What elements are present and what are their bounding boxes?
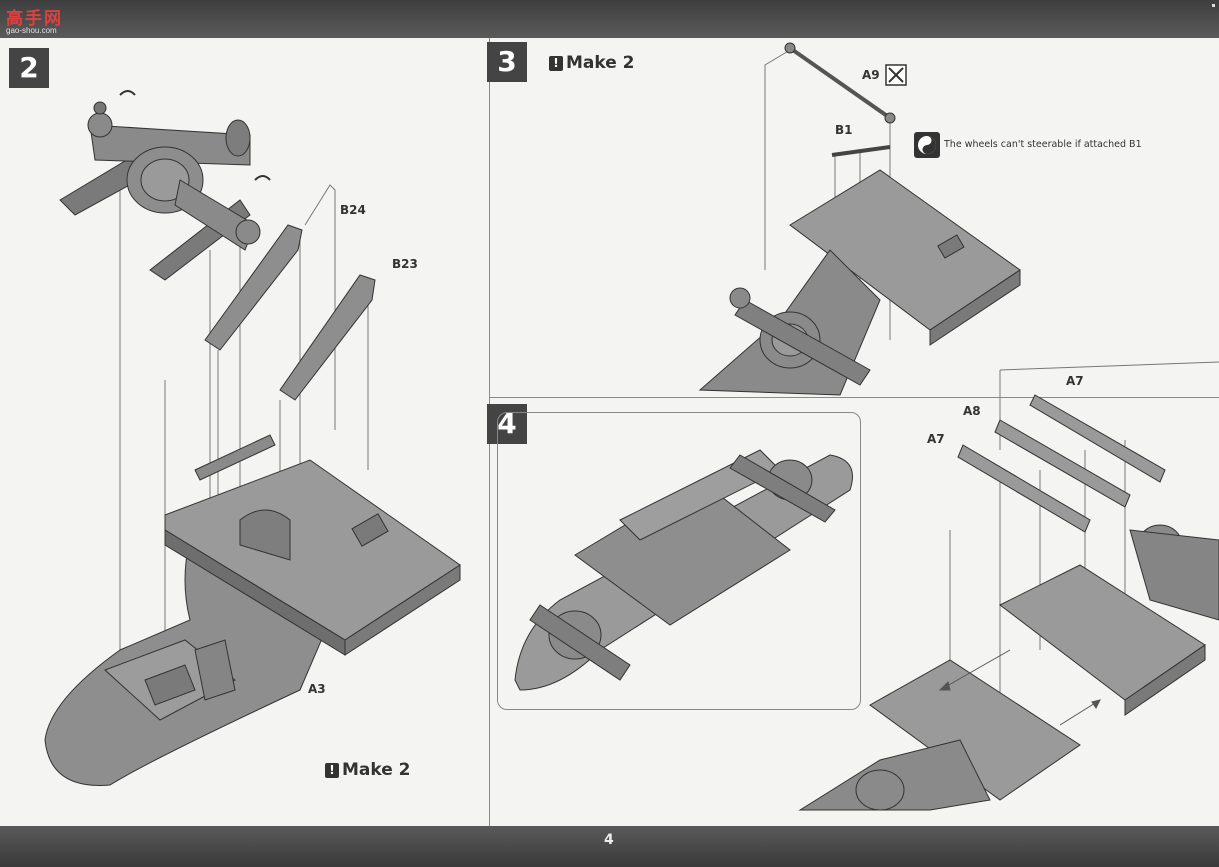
step-3-badge: 3 bbox=[487, 42, 527, 82]
part-a9 bbox=[788, 46, 892, 120]
part-a7-right bbox=[1029, 394, 1166, 483]
step-2-make-label: Make 2 bbox=[342, 760, 411, 780]
watermark-brand: 高手网 bbox=[6, 9, 63, 29]
label-a9: A9 bbox=[862, 68, 880, 82]
warning-icon: ! bbox=[325, 762, 339, 778]
step-2-axle-part bbox=[59, 90, 271, 281]
label-b23: B23 bbox=[392, 257, 418, 271]
corner-mark bbox=[1212, 4, 1215, 7]
label-a3: A3 bbox=[308, 682, 326, 696]
part-a7-left bbox=[957, 444, 1091, 533]
step-2-illustration bbox=[44, 90, 461, 786]
watermark-logo: 高手网 gao-shou.com bbox=[6, 4, 70, 36]
step-3-chassis bbox=[698, 169, 1021, 396]
page-number: 4 bbox=[604, 832, 614, 848]
label-a7-right: A7 bbox=[1066, 374, 1084, 388]
step-4-result-illustration bbox=[514, 449, 853, 691]
part-b23 bbox=[279, 274, 376, 401]
watermark-url: gao-shou.com bbox=[6, 26, 57, 35]
do-not-glue-icon bbox=[885, 64, 907, 86]
top-band bbox=[0, 0, 1219, 38]
bottom-band bbox=[0, 826, 1219, 867]
b1-note: The wheels can't steerable if attached B… bbox=[944, 139, 1142, 150]
step-2-badge: 2 bbox=[9, 48, 49, 88]
caution-yin-yang-icon bbox=[914, 132, 940, 158]
part-a3-frame bbox=[44, 434, 461, 786]
step-2-make-note: ! Make 2 bbox=[325, 760, 411, 780]
label-a7-left: A7 bbox=[927, 432, 945, 446]
warning-icon: ! bbox=[549, 55, 563, 71]
label-b24: B24 bbox=[340, 203, 366, 217]
step-3-make-note: ! Make 2 bbox=[549, 53, 635, 73]
label-b1: B1 bbox=[835, 123, 853, 137]
divider-horizontal bbox=[489, 397, 1219, 398]
part-b24 bbox=[204, 224, 303, 351]
label-a8: A8 bbox=[963, 404, 981, 418]
part-b1 bbox=[831, 145, 891, 157]
step-3-make-label: Make 2 bbox=[566, 53, 635, 73]
step-4-exploded-illustration bbox=[798, 361, 1219, 811]
part-a8 bbox=[994, 419, 1131, 508]
step-3-illustration bbox=[698, 42, 1021, 396]
step-4-result-inset bbox=[497, 412, 861, 710]
